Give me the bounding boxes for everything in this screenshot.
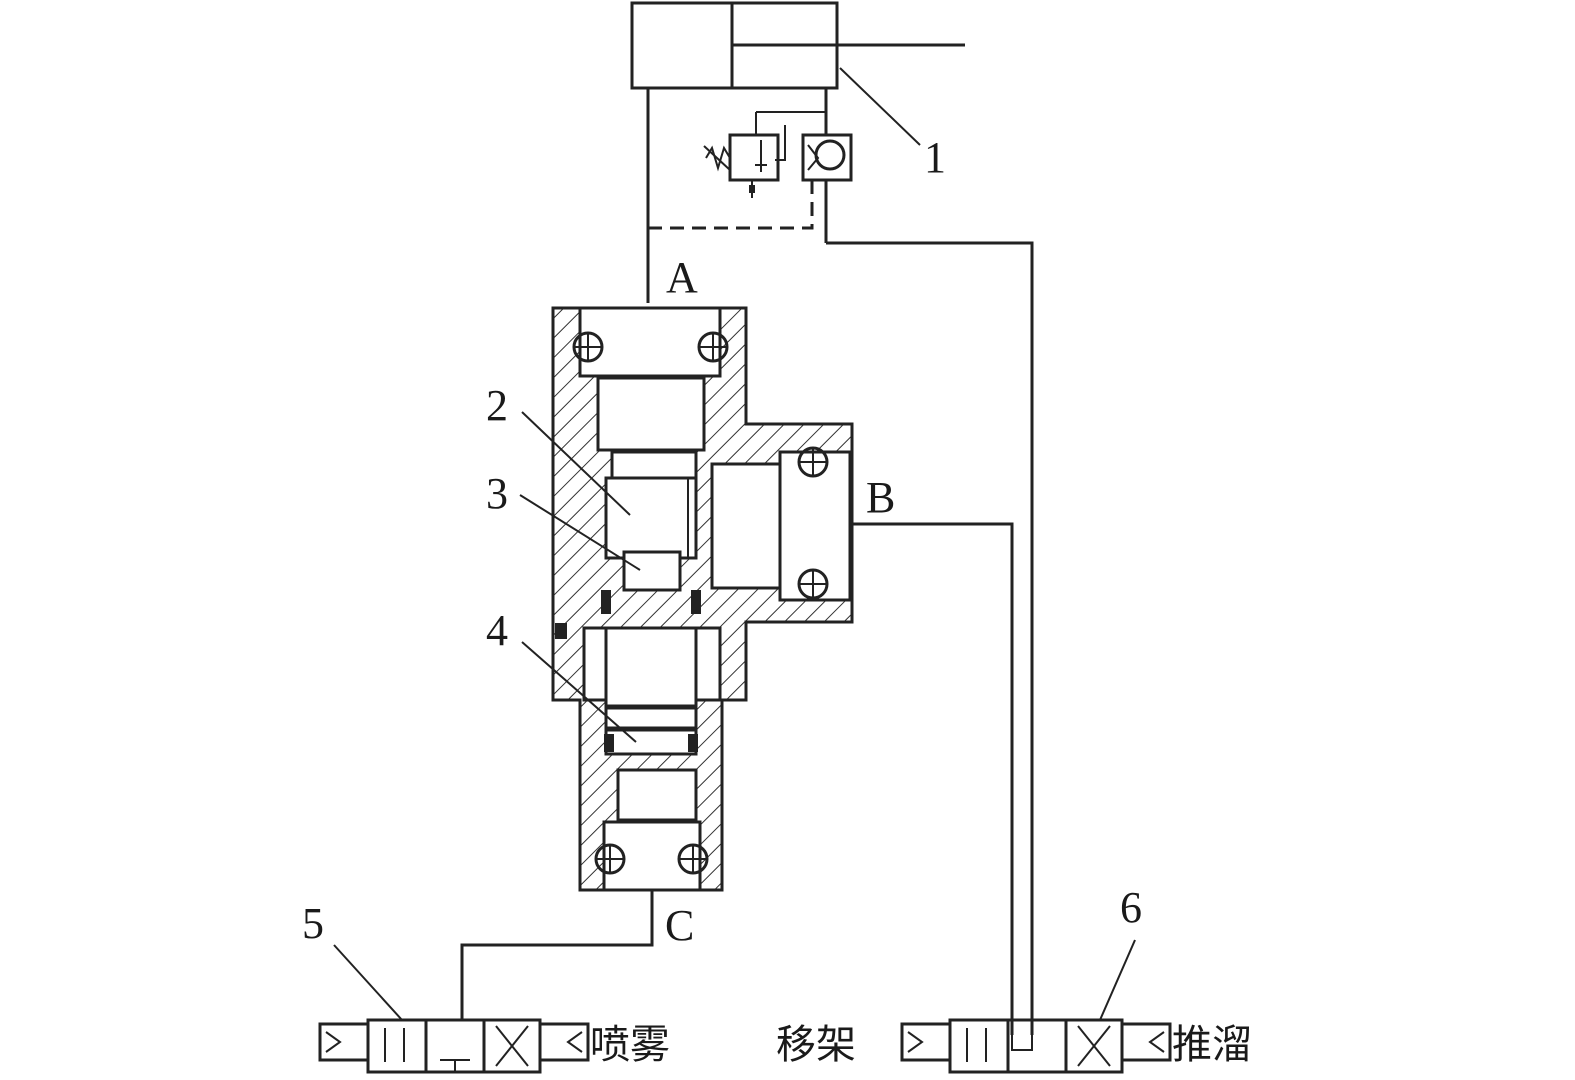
line-b-to-valve-6 [852, 522, 1014, 1035]
relief-valve [703, 133, 780, 198]
valve-label-push-slide: 推溜 [1172, 1022, 1252, 1068]
leader-4 [521, 641, 637, 743]
lower-spool [604, 626, 698, 708]
port-b-label: B [866, 473, 895, 522]
valve-label-spray: 喷雾 [590, 1022, 670, 1068]
line-check-to-valve-6 [826, 241, 1034, 1035]
valve-label-move-support: 移架 [776, 1022, 856, 1068]
part-1-label: 1 [924, 133, 946, 182]
part-4-label: 4 [486, 606, 508, 655]
piston-4 [604, 728, 698, 756]
hydraulic-cylinder [630, 1, 965, 90]
part-3-label: 3 [486, 469, 508, 518]
spool-2 [604, 476, 698, 560]
valve-body [551, 306, 854, 892]
part-5-label: 5 [302, 899, 324, 948]
leader-1 [839, 67, 921, 146]
port-c-label: C [665, 901, 694, 950]
directional-valve-6 [900, 1018, 1172, 1074]
part-2-label: 2 [486, 381, 508, 430]
check-valve [801, 112, 853, 243]
leader-2 [521, 411, 631, 516]
leader-6 [1099, 939, 1136, 1021]
pilot-dashed-line [648, 180, 814, 230]
piston-3 [622, 550, 682, 592]
leader-3 [519, 494, 641, 571]
line-c-to-valve-5 [460, 890, 654, 1020]
part-6-label: 6 [1120, 883, 1142, 932]
leader-5 [333, 944, 403, 1021]
directional-valve-5 [318, 1018, 590, 1074]
port-a-label: A [666, 253, 698, 302]
